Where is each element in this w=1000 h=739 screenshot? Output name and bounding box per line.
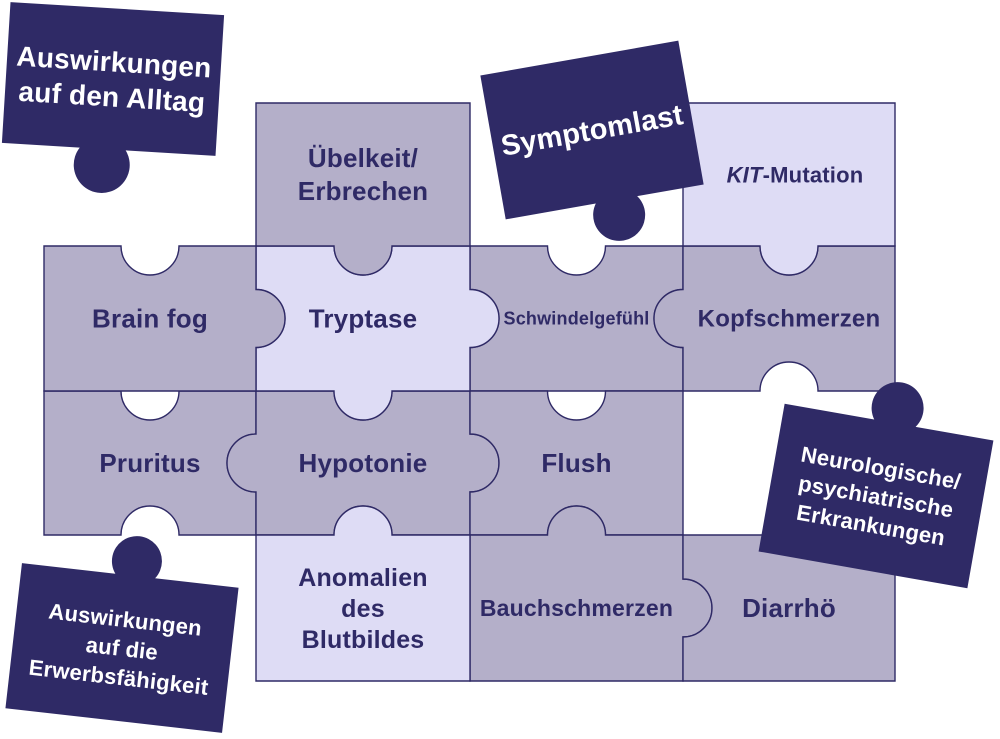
- piece-shape-auswirkungen-alltag: [1, 2, 225, 193]
- piece-shape-brain-fog: [43, 245, 286, 392]
- piece-shape-diarrhoe: [682, 534, 896, 682]
- puzzle-piece-brain-fog: Brain fog: [43, 245, 286, 392]
- puzzle-piece-uebelkeit-erbrechen: Übelkeit/Erbrechen: [255, 102, 471, 276]
- puzzle-piece-symptomlast: Symptomlast: [480, 40, 704, 241]
- piece-shape-neurologische-psychiatrische-erkrankungen: [758, 382, 994, 589]
- puzzle-piece-diarrhoe: Diarrhö: [682, 534, 896, 682]
- piece-label-diarrhoe: Diarrhö: [742, 593, 836, 623]
- puzzle-piece-flush: Flush: [469, 390, 684, 536]
- piece-label-brain-fog: Brain fog: [92, 304, 208, 334]
- piece-label-kopfschmerzen: Kopfschmerzen: [698, 306, 881, 333]
- piece-label-flush: Flush: [541, 448, 611, 478]
- piece-label-kit-mutation: KIT-Mutation: [727, 163, 864, 188]
- piece-shape-anomalien-blutbild: [255, 505, 471, 682]
- puzzle-piece-schwindelgefuehl: Schwindelgefühl: [469, 245, 684, 392]
- puzzle-piece-auswirkungen-alltag: Auswirkungenauf den Alltag: [1, 2, 225, 193]
- puzzle-piece-kit-mutation: KIT-Mutation: [682, 102, 896, 276]
- piece-label-bauchschmerzen: Bauchschmerzen: [480, 595, 673, 621]
- puzzle-piece-neurologische-psychiatrische-erkrankungen: Neurologische/psychiatrischeErkrankungen: [758, 382, 994, 589]
- piece-label-tryptase: Tryptase: [309, 304, 418, 334]
- piece-label-uebelkeit-erbrechen: Übelkeit/Erbrechen: [298, 143, 428, 206]
- piece-label-hypotonie: Hypotonie: [299, 448, 428, 478]
- piece-shape-auswirkungen-erwerbsfaehigkeit: [5, 536, 239, 733]
- piece-shape-uebelkeit-erbrechen: [255, 102, 471, 276]
- piece-label-schwindelgefuehl: Schwindelgefühl: [503, 309, 649, 329]
- puzzle-piece-auswirkungen-erwerbsfaehigkeit: Auswirkungenauf dieErwerbsfähigkeit: [5, 536, 239, 733]
- piece-shape-symptomlast: [480, 40, 704, 241]
- puzzle-piece-pruritus: Pruritus: [43, 390, 257, 536]
- piece-label-pruritus: Pruritus: [99, 448, 200, 478]
- puzzle-piece-tryptase: Tryptase: [255, 245, 500, 421]
- piece-shape-kit-mutation: [682, 102, 896, 276]
